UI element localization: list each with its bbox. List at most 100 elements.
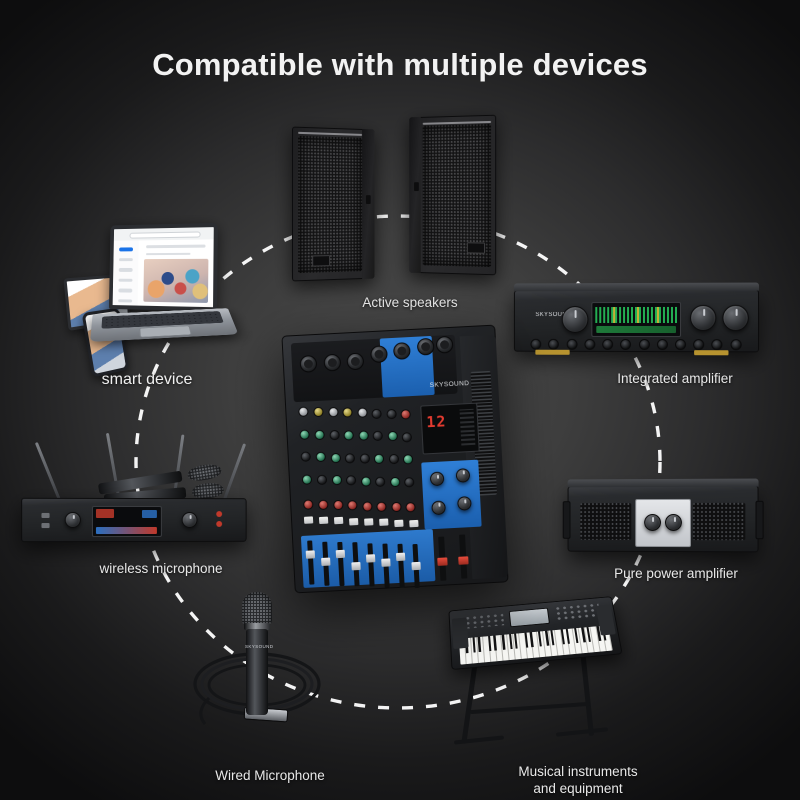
aux-send-knob[interactable] (347, 500, 358, 511)
mic-grille (242, 592, 272, 626)
jack (584, 338, 596, 350)
aux-send-knob[interactable] (376, 501, 388, 512)
eq-mid-knob[interactable] (388, 453, 400, 465)
speaker-right-handle (414, 182, 420, 192)
effect-number-readout: 12 (425, 412, 447, 432)
eq-high-knob[interactable] (387, 431, 398, 442)
eq-high-knob[interactable] (314, 429, 325, 440)
keyboard-button-cluster-left (465, 613, 504, 630)
speaker-right-side-panel (409, 116, 422, 274)
channel-mute-button[interactable] (363, 518, 374, 526)
integrated-amp-terminal-strip-left (535, 349, 570, 355)
speaker-right-logo-badge (467, 242, 486, 255)
eq-high-knob[interactable] (372, 430, 384, 442)
jack (730, 338, 742, 350)
laptop-trackpad (139, 325, 192, 338)
mic-grille (186, 462, 223, 483)
trim-knob[interactable] (357, 407, 368, 419)
power-amp-rack-ear-right (755, 500, 764, 540)
trim-knob[interactable] (298, 406, 309, 417)
trim-knob[interactable] (342, 407, 353, 418)
mixer-effect-display: 12 (420, 402, 481, 455)
label-wired-microphone: Wired Microphone (215, 768, 325, 783)
xlr-input[interactable] (323, 353, 341, 372)
trim-knob[interactable] (371, 408, 383, 419)
wireless-receiver-knob-left (64, 512, 81, 529)
keyboard-stand-crossbar (470, 701, 590, 715)
power-amp-top-cover (567, 478, 759, 488)
wireless-receiver-display (91, 505, 162, 538)
integrated-amp-top-cover (513, 282, 760, 292)
aux-send-knob[interactable] (317, 499, 329, 511)
speaker-left (291, 126, 375, 282)
power-amp-chassis (562, 478, 764, 553)
eq-low-knob[interactable] (404, 476, 415, 488)
eq-low-knob[interactable] (375, 476, 386, 487)
mic-collar (244, 623, 270, 630)
display-status-bar (596, 325, 676, 334)
eq-low-knob[interactable] (345, 475, 357, 487)
sidebar-row-active (119, 247, 134, 252)
aux-send-knob[interactable] (332, 500, 344, 511)
channel-mute-button[interactable] (408, 519, 419, 528)
eq-mid-knob[interactable] (315, 452, 326, 463)
wireless-receiver-button-a[interactable] (41, 512, 50, 518)
eq-mid-knob[interactable] (344, 452, 356, 464)
sidebar-row (118, 278, 133, 283)
aux-send-knob[interactable] (361, 500, 373, 512)
sidebar-row (118, 268, 133, 272)
eq-high-knob[interactable] (299, 429, 311, 440)
eq-mid-knob[interactable] (330, 452, 341, 463)
channel-mute-button[interactable] (303, 516, 314, 524)
eq-mid-knob[interactable] (374, 453, 385, 465)
power-amp-vent-right (692, 503, 745, 541)
trim-knob[interactable] (313, 406, 324, 418)
channel-mute-button[interactable] (393, 519, 404, 527)
label-wireless-microphone: wireless microphone (99, 561, 223, 576)
wireless-receiver-button-b[interactable] (41, 522, 50, 528)
jack (656, 338, 668, 350)
eq-high-knob[interactable] (343, 430, 355, 441)
eq-low-knob[interactable] (316, 474, 328, 486)
page-title: Compatible with multiple devices (152, 47, 648, 82)
eq-low-knob[interactable] (360, 475, 372, 487)
sidebar-row (118, 258, 133, 262)
trim-knob[interactable] (400, 408, 412, 420)
wireless-receiver-chassis (21, 497, 247, 543)
eq-high-knob[interactable] (328, 429, 340, 441)
speaker-left-logo-badge (312, 255, 331, 267)
device-smart-devices (63, 218, 268, 378)
power-amp-channel-a-knob (643, 514, 661, 532)
eq-mid-knob[interactable] (300, 451, 312, 463)
aux-send-knob[interactable] (391, 501, 402, 513)
channel-mute-button[interactable] (318, 516, 329, 525)
eq-mid-knob[interactable] (359, 453, 370, 464)
eq-low-knob[interactable] (331, 475, 342, 486)
eq-mid-knob[interactable] (403, 454, 414, 465)
eq-high-knob[interactable] (358, 430, 369, 442)
integrated-amp-terminal-strip-right (694, 350, 729, 356)
mixer-master-blue-panel (420, 459, 483, 530)
eq-high-knob[interactable] (402, 431, 413, 443)
laptop-base (90, 308, 239, 342)
trim-knob[interactable] (327, 407, 339, 418)
jack (620, 338, 632, 350)
device-wireless-microphone-system (21, 432, 248, 550)
browser-content (137, 239, 214, 308)
integrated-amp-mic-volume-knob (690, 304, 717, 331)
aux-send-knob[interactable] (405, 501, 417, 513)
channel-mute-button[interactable] (333, 517, 344, 525)
channel-mute-button[interactable] (348, 517, 359, 526)
eq-low-knob[interactable] (389, 476, 401, 488)
display-channel-b-readout (141, 509, 157, 518)
keyboard-speaker-left (451, 617, 469, 649)
channel-mute-button[interactable] (378, 518, 389, 527)
content-line (146, 252, 191, 256)
aux-send-knob[interactable] (303, 499, 314, 510)
trim-knob[interactable] (386, 408, 397, 420)
laptop-screen (108, 222, 218, 312)
device-audio-mixer: SKYSOUND (281, 324, 509, 594)
eq-low-knob[interactable] (302, 474, 313, 485)
label-integrated-amplifier: Integrated amplifier (617, 371, 733, 386)
device-integrated-amplifier: SKYSOUND (513, 282, 760, 356)
